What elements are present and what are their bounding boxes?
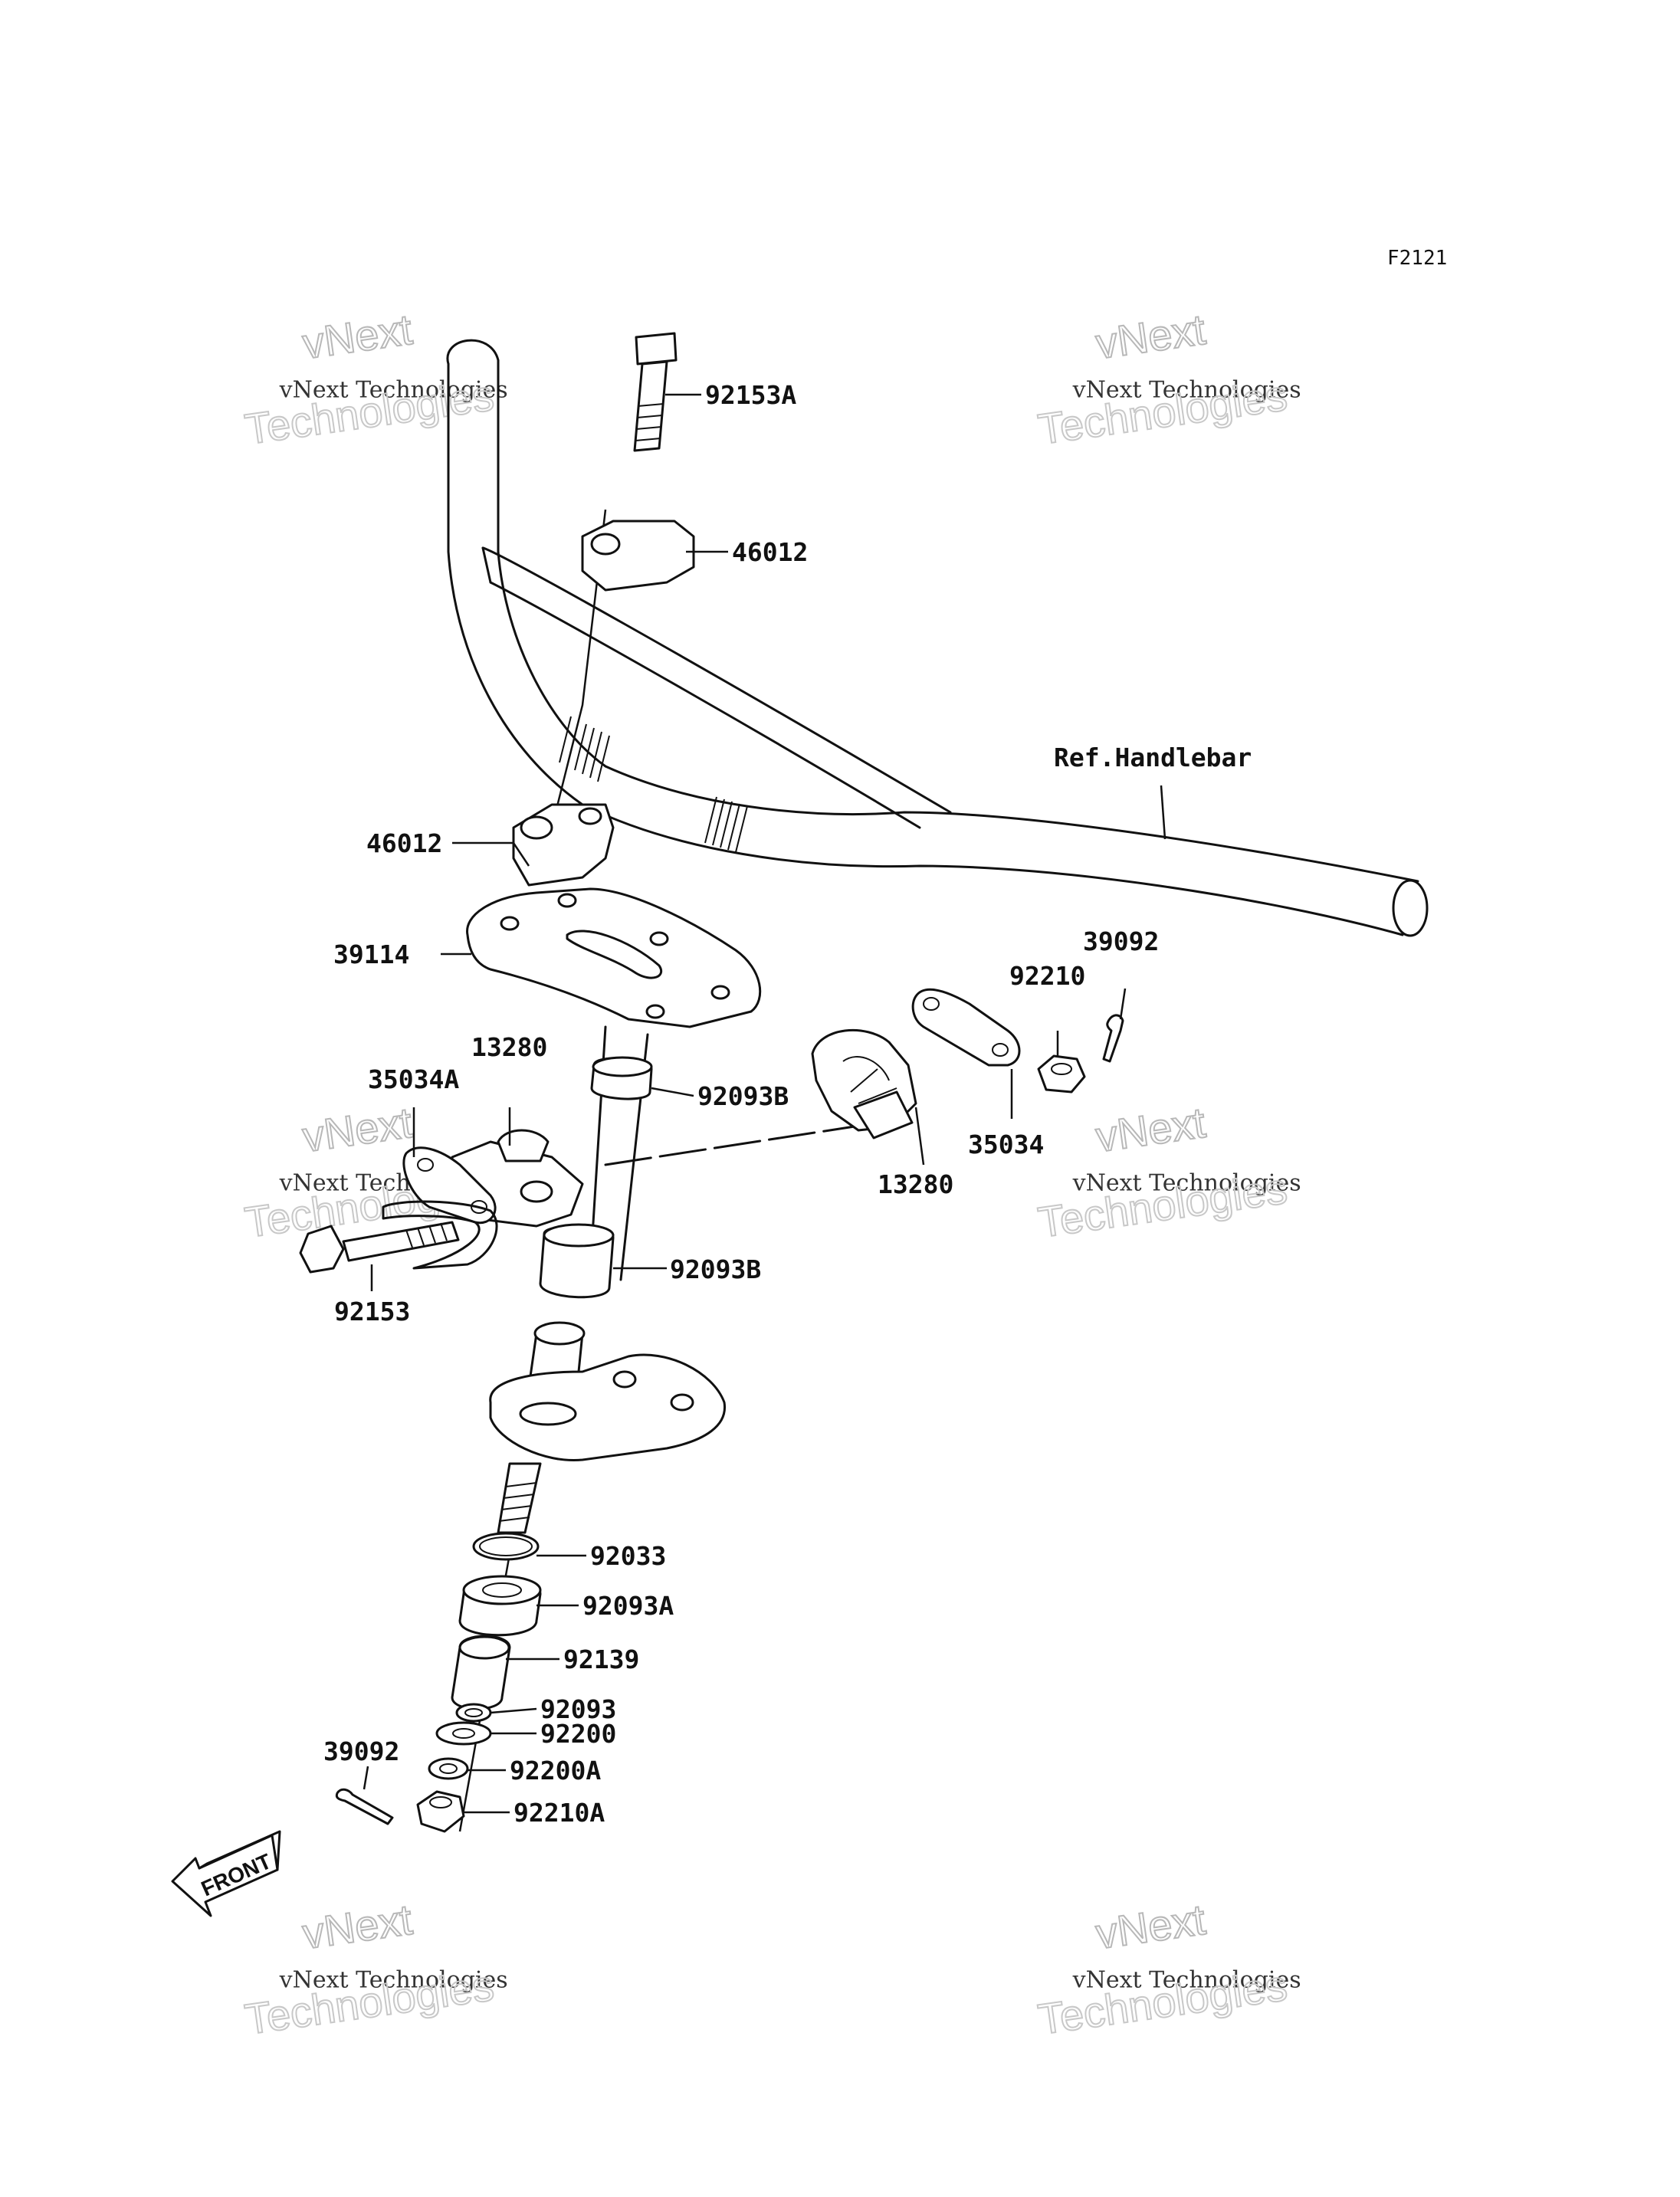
tie-rod — [604, 1125, 856, 1166]
watermark-line1: vNext — [300, 1098, 415, 1161]
watermark-line2: vNext Technologies — [1072, 1966, 1301, 1993]
watermark-top-left: vNext vNext Technologies Technologies — [241, 304, 508, 454]
washer-92200a — [428, 1757, 469, 1780]
watermark-line2: vNext Technologies — [279, 376, 508, 403]
watermark-bottom-right: vNext vNext Technologies Technologies — [1035, 1894, 1301, 2045]
front-arrow-icon: FRONT — [171, 1830, 281, 1917]
steering-arm-plate — [458, 1353, 727, 1832]
callout-39092-upper: 39092 — [1083, 926, 1159, 956]
callout-92200a: 92200A — [510, 1756, 601, 1785]
callout-92093b-lower: 92093B — [670, 1254, 761, 1284]
tie-rod-end-right-13280 — [811, 1028, 917, 1139]
cotter-pin-lower-39092 — [335, 1788, 394, 1825]
steering-shaft — [520, 1025, 653, 1450]
upper-clamp-46012 — [581, 520, 695, 592]
callout-92200: 92200 — [540, 1719, 616, 1749]
callout-39114: 39114 — [333, 939, 409, 969]
circlip-92033 — [472, 1532, 540, 1561]
callout-92210a: 92210A — [514, 1798, 605, 1828]
watermark-line1: vNext — [300, 305, 415, 368]
callout-92210: 92210 — [1009, 961, 1085, 991]
callout-46012-lower: 46012 — [366, 828, 442, 858]
ref-handlebar-label: Ref.Handlebar — [1054, 743, 1252, 772]
knurl-right — [704, 796, 748, 853]
plate-35034a — [402, 1146, 497, 1225]
cotter-pin-left — [382, 1200, 498, 1270]
callout-92093b-upper: 92093B — [697, 1081, 789, 1111]
callout-13280-right: 13280 — [878, 1169, 953, 1199]
leader-lines — [363, 393, 1166, 1814]
nut-92210 — [1037, 1054, 1086, 1094]
bolt-92153a — [550, 332, 678, 828]
callout-92139: 92139 — [563, 1644, 639, 1674]
oil-seal-92093a — [458, 1575, 542, 1637]
bolt-92153 — [299, 1221, 460, 1274]
callout-35034: 35034 — [968, 1130, 1044, 1159]
callout-92033: 92033 — [590, 1541, 666, 1571]
callout-92153a: 92153A — [705, 380, 796, 410]
callout-92093: 92093 — [540, 1694, 616, 1724]
watermark-line2: vNext Technologies — [1072, 1169, 1301, 1196]
watermark-line1: vNext — [300, 1895, 415, 1958]
watermark-line1: vNext — [1093, 1895, 1209, 1958]
watermark-line2: vNext Technologies — [1072, 376, 1301, 403]
callout-35034a: 35034A — [368, 1064, 459, 1094]
watermark-line2: vNext Technologies — [279, 1966, 508, 1993]
callout-13280-left: 13280 — [471, 1032, 547, 1062]
callout-92093a: 92093A — [582, 1591, 674, 1621]
callout-39092-lower: 39092 — [323, 1736, 399, 1766]
watermark-line1: vNext — [1093, 1098, 1209, 1161]
plate-35034 — [911, 988, 1021, 1067]
watermark-bottom-left: vNext vNext Technologies Technologies — [241, 1894, 508, 2045]
washer-92200 — [435, 1721, 492, 1746]
figure-code: F2121 — [1387, 247, 1447, 270]
lower-clamp-46012 — [512, 803, 615, 887]
cotter-pin-upper-39092 — [1102, 1014, 1124, 1063]
watermark-top-right: vNext vNext Technologies Technologies — [1035, 304, 1301, 454]
washer-92093 — [455, 1703, 492, 1723]
bushing-92139 — [451, 1635, 511, 1710]
handlebar-holder-39114 — [466, 887, 762, 1028]
watermark-line1: vNext — [1093, 305, 1209, 368]
nut-92210a — [416, 1790, 465, 1833]
callout-46012-upper: 46012 — [732, 537, 808, 567]
handlebar — [446, 339, 1429, 937]
callout-92153: 92153 — [334, 1297, 410, 1326]
watermark-mid-right: vNext vNext Technologies Technologies — [1035, 1097, 1301, 1248]
